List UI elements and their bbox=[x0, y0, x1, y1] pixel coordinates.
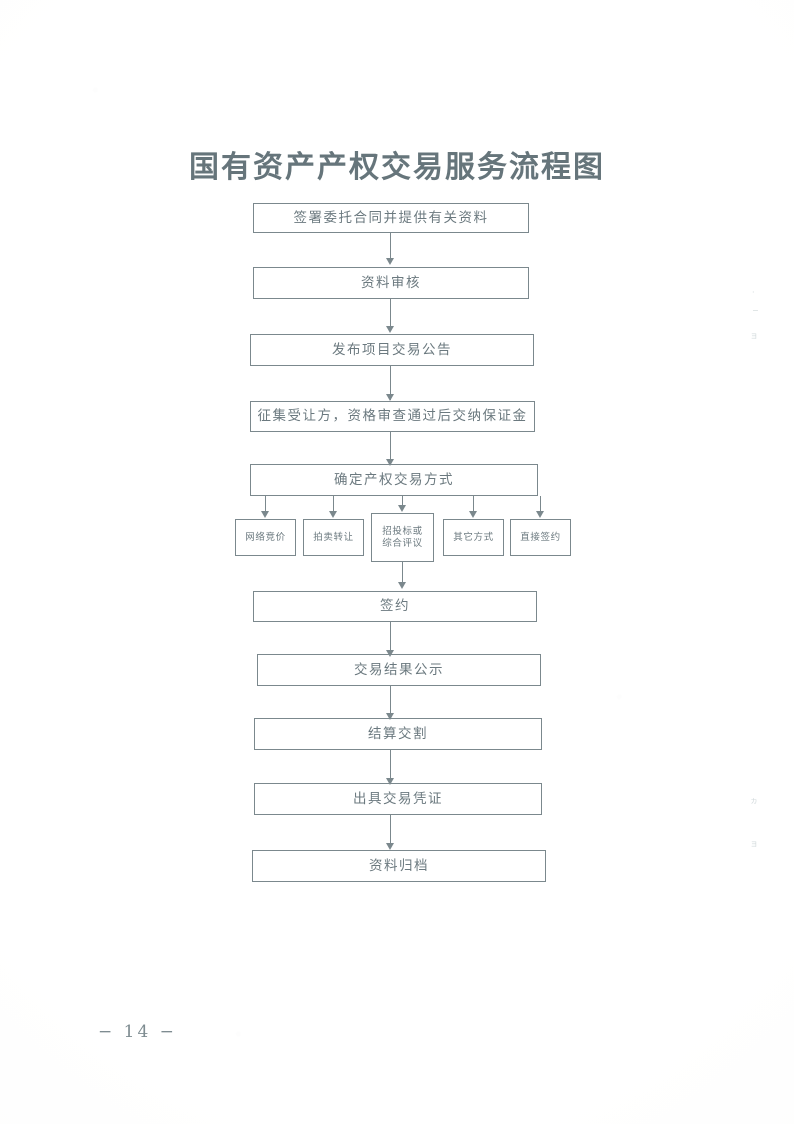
arrowhead-step2-step3 bbox=[386, 326, 394, 333]
connector-step2-step3 bbox=[390, 299, 392, 330]
flow-node-step3[interactable]: 发布项目交易公告 bbox=[250, 334, 534, 366]
arrowhead-step1-step2 bbox=[386, 258, 394, 265]
arrowhead-step5-branch3 bbox=[398, 505, 406, 512]
arrowhead-step8-step9 bbox=[386, 778, 394, 785]
margin-mark-4: ヵ bbox=[750, 796, 758, 805]
connector-step5-branch5 bbox=[540, 496, 542, 514]
flow-node-step7[interactable]: 交易结果公示 bbox=[257, 654, 541, 686]
flow-node-branch4[interactable]: 其它方式 bbox=[443, 519, 504, 556]
margin-mark-1: · bbox=[752, 288, 755, 297]
connector-step1-step2 bbox=[390, 233, 392, 262]
flow-node-step9[interactable]: 出具交易凭证 bbox=[254, 783, 542, 815]
connector-step5-branch1 bbox=[265, 496, 267, 514]
margin-mark-3: ョ bbox=[750, 331, 758, 340]
arrowhead-step5-branch4 bbox=[469, 511, 477, 518]
page-title: 国有资产产权交易服务流程图 bbox=[189, 150, 605, 186]
page-number: − 14 − bbox=[98, 1022, 177, 1042]
arrowhead-step5-branch1 bbox=[261, 511, 269, 518]
connector-step8-step9 bbox=[390, 750, 392, 782]
flow-node-step10[interactable]: 资料归档 bbox=[252, 850, 546, 882]
connector-step5-branch3 bbox=[402, 496, 404, 508]
flow-node-step2[interactable]: 资料审核 bbox=[253, 267, 529, 299]
flow-node-step4[interactable]: 征集受让方，资格审查通过后交纳保证金 bbox=[250, 401, 535, 432]
flow-node-branch3[interactable]: 招投标或 综合评议 bbox=[371, 513, 434, 562]
flow-node-step1[interactable]: 签署委托合同并提供有关资料 bbox=[253, 203, 529, 233]
flow-node-branch5[interactable]: 直接签约 bbox=[510, 519, 571, 556]
connector-step4-step5 bbox=[390, 432, 392, 463]
connector-step7-step8 bbox=[390, 686, 392, 717]
connector-branch3-step6 bbox=[402, 562, 404, 586]
margin-mark-5: ョ bbox=[750, 839, 758, 848]
connector-step3-step4 bbox=[390, 366, 392, 400]
arrowhead-step3-step4 bbox=[386, 394, 394, 401]
arrowhead-step5-branch2 bbox=[329, 511, 337, 518]
flow-node-step8[interactable]: 结算交割 bbox=[254, 718, 542, 750]
flow-node-branch1[interactable]: 网络竞价 bbox=[235, 519, 296, 556]
arrowhead-step9-step10 bbox=[386, 843, 394, 850]
connector-step9-step10 bbox=[390, 815, 392, 847]
connector-step5-branch4 bbox=[473, 496, 475, 514]
flow-node-branch2[interactable]: 拍卖转让 bbox=[303, 519, 364, 556]
flow-node-step6[interactable]: 签约 bbox=[253, 591, 537, 622]
flow-node-step5[interactable]: 确定产权交易方式 bbox=[250, 464, 538, 496]
arrowhead-step5-branch5 bbox=[536, 511, 544, 518]
arrowhead-step4-step5 bbox=[386, 459, 394, 466]
arrowhead-step7-step8 bbox=[386, 713, 394, 720]
connector-step6-step7 bbox=[390, 622, 392, 654]
arrowhead-branch3-step6 bbox=[398, 582, 406, 589]
arrowhead-step6-step7 bbox=[386, 650, 394, 657]
connector-step5-branch2 bbox=[333, 496, 335, 514]
margin-mark-2: − bbox=[752, 306, 759, 315]
